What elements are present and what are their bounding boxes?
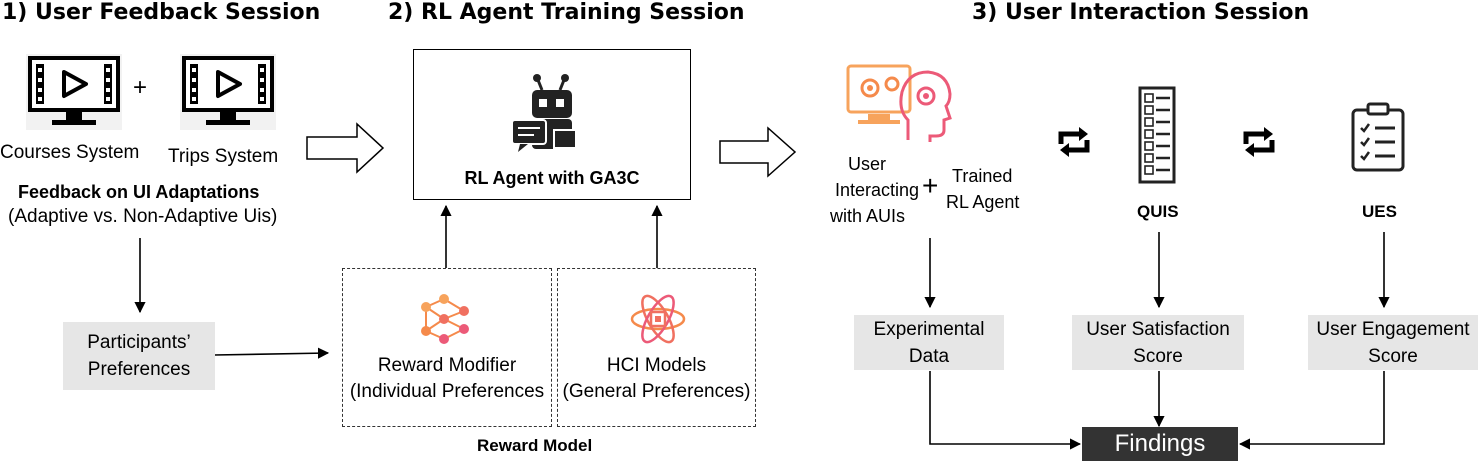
experimental-data-box: Experimental Data — [854, 315, 1004, 370]
rl-agent-box: RL Agent with GA3C — [413, 49, 691, 200]
satisfaction-line2: Score — [1133, 345, 1183, 367]
clipboard-icon — [1350, 102, 1406, 172]
hci-models-line1: HCI Models — [606, 355, 707, 376]
hci-models-box: HCI Models (General Preferences) — [557, 268, 756, 427]
experimental-line1: Experimental — [873, 318, 985, 340]
plus-sign: + — [133, 74, 148, 101]
sync-icon — [1240, 124, 1278, 160]
participants-preferences-line1: Participants’ — [87, 332, 191, 353]
participants-preferences-box: Participants’ Preferences — [63, 322, 215, 390]
trained-line2: RL Agent — [946, 192, 1020, 212]
session-1-title: 1) User Feedback Session — [2, 0, 321, 25]
arrow-preferences-to-reward — [213, 347, 330, 359]
arrow-engagement-to-findings — [1238, 371, 1385, 450]
ues-label: UES — [1362, 202, 1397, 221]
block-arrow-s2-s3 — [719, 126, 797, 178]
neural-network-icon — [418, 291, 474, 347]
checklist-icon — [1138, 86, 1176, 184]
experimental-line2: Data — [908, 345, 950, 367]
reward-modifier-box: Reward Modifier (Individual Preferences — [342, 268, 552, 427]
trips-monitor-icon — [180, 54, 276, 130]
head-gears-icon — [846, 64, 954, 144]
feedback-subtitle: (Adaptive vs. Non-Adaptive Uis) — [8, 206, 278, 227]
user-satisfaction-box: User Satisfaction Score — [1072, 315, 1244, 370]
user-line1: User — [848, 154, 887, 174]
robot-chat-icon — [510, 72, 590, 162]
user-line2: Interacting — [835, 180, 920, 200]
rl-agent-label: RL Agent with GA3C — [464, 168, 640, 188]
arrow-experimental-to-findings — [929, 371, 1082, 450]
satisfaction-line1: User Satisfaction — [1086, 318, 1230, 340]
block-arrow-s1-s2 — [306, 122, 385, 174]
courses-system-label: Courses System — [0, 142, 140, 163]
engagement-line2: Score — [1368, 345, 1418, 367]
feedback-title: Feedback on UI Adaptations — [18, 182, 260, 202]
user-line3: with AUIs — [830, 206, 906, 226]
sync-icon — [1055, 124, 1093, 160]
reward-modifier-line2: (Individual Preferences — [349, 381, 545, 402]
reward-model-label: Reward Model — [477, 436, 593, 455]
plus-sign-2: + — [922, 170, 939, 201]
quis-label: QUIS — [1137, 202, 1179, 221]
trips-system-label: Trips System — [168, 146, 279, 167]
engagement-line1: User Engagement — [1316, 318, 1470, 340]
reward-modifier-line1: Reward Modifier — [377, 355, 517, 376]
findings-box: Findings — [1082, 427, 1238, 461]
session-3-title: 3) User Interaction Session — [972, 0, 1310, 25]
findings-label: Findings — [1114, 430, 1206, 457]
user-engagement-box: User Engagement Score — [1308, 315, 1478, 370]
atom-chip-icon — [628, 289, 688, 349]
trained-line1: Trained — [952, 166, 1013, 186]
participants-preferences-line2: Preferences — [87, 359, 191, 380]
session-2-title: 2) RL Agent Training Session — [388, 0, 745, 25]
courses-monitor-icon — [26, 54, 122, 130]
hci-models-line2: (General Preferences) — [562, 381, 751, 402]
